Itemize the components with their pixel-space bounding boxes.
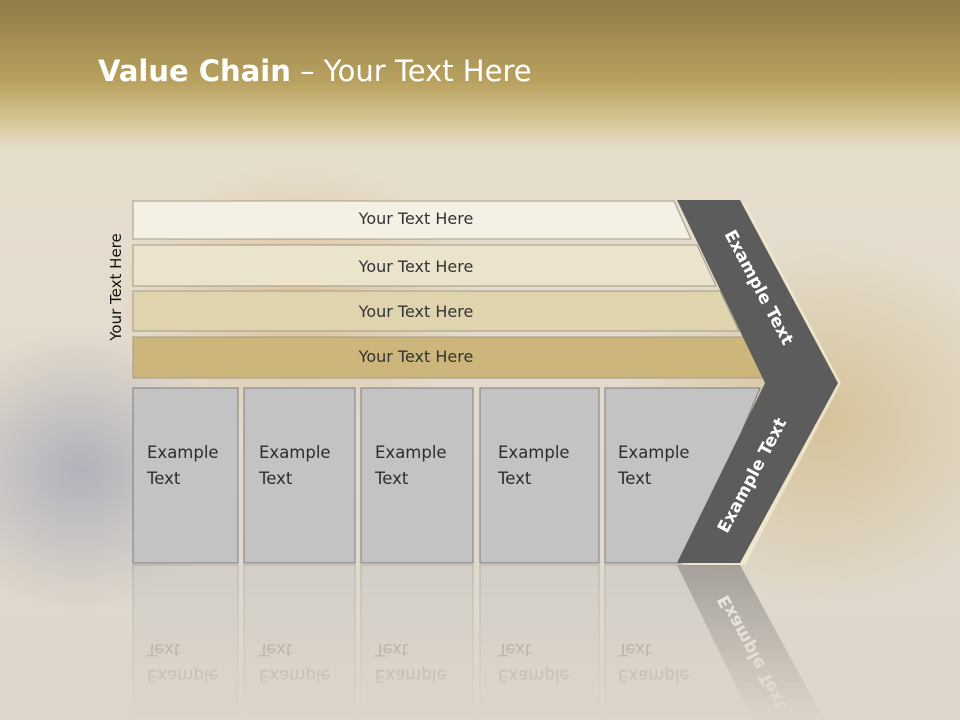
- box-2: Example Text: [243, 387, 356, 564]
- reflection-box-2-line1: Example: [259, 666, 331, 685]
- box-3: Example Text: [360, 387, 474, 564]
- box-4-shape: [479, 387, 600, 564]
- box-2-line2: Text: [258, 469, 293, 488]
- row-3-shape: [132, 290, 740, 332]
- reflection-box-3-line2: Text: [374, 640, 409, 659]
- box-2-shape: [243, 387, 356, 564]
- reflection-box-5-line2: Text: [617, 640, 652, 659]
- row-2: Your Text Here: [132, 244, 717, 287]
- row-4: Your Text Here: [132, 336, 765, 379]
- box-5-line1: Example: [618, 443, 690, 462]
- row-4-label: Your Text Here: [358, 347, 474, 366]
- box-4-line1: Example: [498, 443, 570, 462]
- box-2-line1: Example: [259, 443, 331, 462]
- box-1: Example Text: [132, 387, 239, 564]
- title-band: [0, 0, 960, 150]
- row-1: Your Text Here: [132, 200, 692, 240]
- reflection-box-2-line2: Text: [258, 640, 293, 659]
- row-1-shape: [132, 200, 692, 240]
- row-2-shape: [132, 244, 717, 287]
- box-4-line2: Text: [497, 469, 532, 488]
- reflection-box-4-line1: Example: [498, 666, 570, 685]
- box-4: Example Text: [479, 387, 600, 564]
- box-5-line2: Text: [617, 469, 652, 488]
- row-3: Your Text Here: [132, 290, 740, 332]
- box-1-shape: [132, 387, 239, 564]
- reflection-box-5-line1: Example: [618, 666, 690, 685]
- slide-title: Value Chain – Your Text Here: [98, 54, 532, 88]
- title-bold: Value Chain: [98, 54, 291, 88]
- row-3-label: Your Text Here: [358, 302, 474, 321]
- reflection: Example Text Example Text Example Text E…: [132, 564, 825, 720]
- box-3-line2: Text: [374, 469, 409, 488]
- row-1-label: Your Text Here: [358, 209, 474, 228]
- chevron-shape: [677, 200, 838, 563]
- reflection-box-1-line2: Text: [146, 640, 181, 659]
- reflection-box-1-line1: Example: [147, 666, 219, 685]
- box-1-line2: Text: [146, 469, 181, 488]
- reflection-box-4-line2: Text: [497, 640, 532, 659]
- title-rest: – Your Text Here: [290, 54, 532, 88]
- reflection-box-3-line1: Example: [375, 666, 447, 685]
- box-3-shape: [360, 387, 474, 564]
- box-3-line1: Example: [375, 443, 447, 462]
- box-1-line1: Example: [147, 443, 219, 462]
- row-2-label: Your Text Here: [358, 257, 474, 276]
